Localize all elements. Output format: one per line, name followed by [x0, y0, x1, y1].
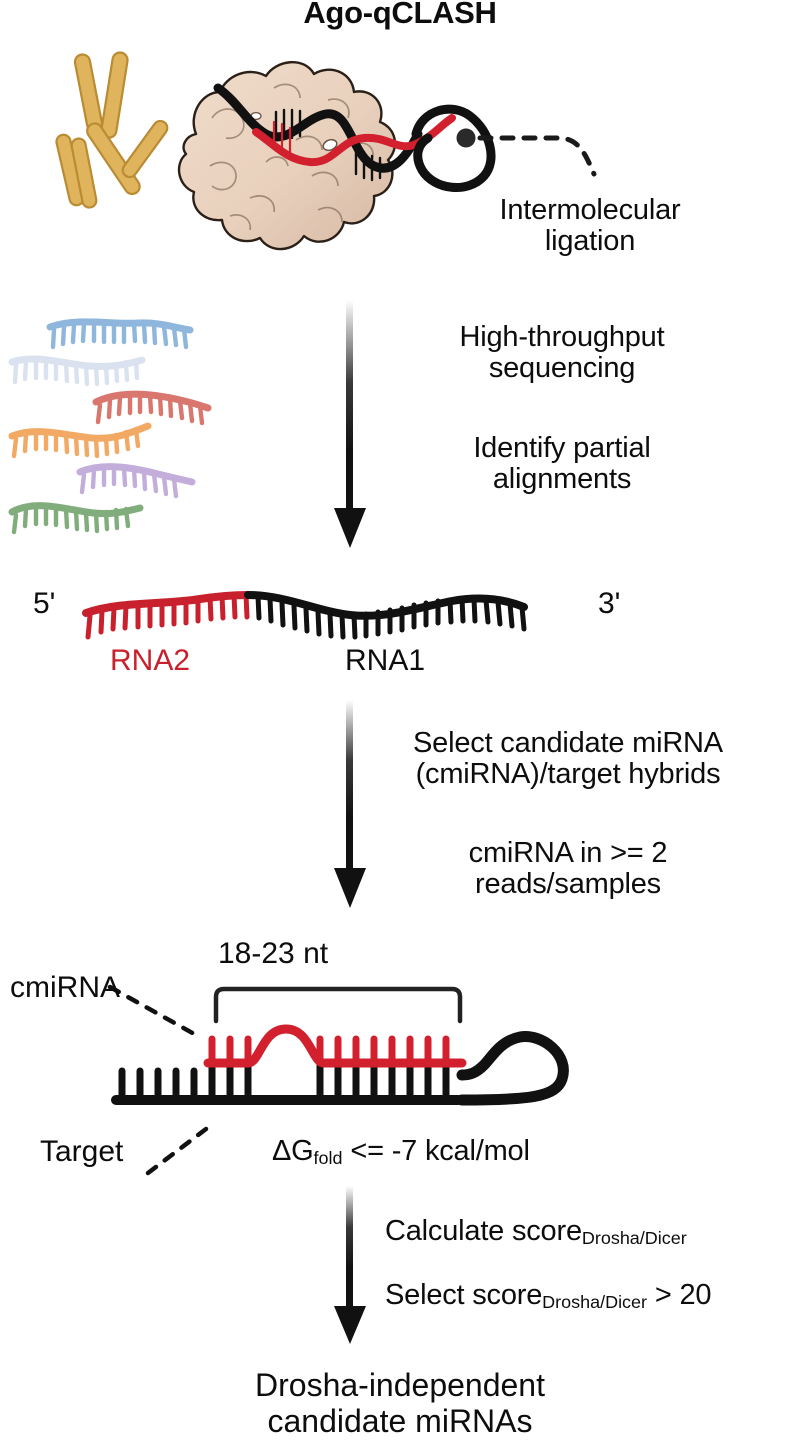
step-line: Select candidate miRNA [413, 727, 723, 759]
score-subscript: Drosha/Dicer [542, 1291, 648, 1312]
cmirna-leader-icon [107, 984, 199, 1038]
target-leader-icon [145, 1126, 209, 1176]
delta-g-condition: ΔGfold <= -7 kcal/mol [272, 1136, 530, 1168]
step-line: (cmiRNA)/target hybrids [415, 757, 721, 790]
rna1-label: RNA1 [345, 644, 426, 677]
step-line: sequencing [488, 351, 636, 384]
step-label-alignment: Identify partial alignments [382, 433, 742, 494]
delta-g-rest: <= -7 kcal/mol [342, 1135, 530, 1167]
target-strand [111, 1031, 569, 1106]
dashed-leader-icon [477, 135, 597, 177]
delta-g-symbol: ΔG [272, 1135, 314, 1167]
step-line: Identify partial [473, 432, 651, 464]
five-prime-label: 5' [33, 587, 56, 620]
chimeric-read-illustration [82, 591, 528, 640]
figure-title: Ago-qCLASH [303, 0, 497, 30]
rna1-segment [244, 591, 528, 640]
step-line: ligation [544, 224, 636, 257]
step-line: High-throughput [459, 321, 665, 353]
ago-complex-illustration [55, 51, 597, 251]
cmirna-label: cmiRNA [10, 971, 120, 1004]
read-item [92, 390, 212, 426]
rna2-segment [82, 591, 252, 640]
flow-arrow-3 [334, 1186, 366, 1344]
result-line: Drosha-independent [255, 1367, 545, 1403]
step-line: cmiRNA in >= 2 [468, 837, 668, 869]
sequencing-reads-illustration [8, 318, 212, 535]
step-label-calculate-score: Calculate scoreDrosha/Dicer [385, 1216, 687, 1248]
rna2-label: RNA2 [110, 644, 191, 677]
score-suffix: > 20 [647, 1279, 712, 1311]
step-label-select-hybrids: Select candidate miRNA (cmiRNA)/target h… [368, 728, 768, 789]
read-item [8, 355, 146, 387]
flow-arrow-1 [334, 300, 366, 548]
score-subscript: Drosha/Dicer [581, 1227, 687, 1248]
ligation-junction-dot-icon [456, 128, 476, 148]
cmirna-strand [203, 1024, 467, 1068]
step-line: reads/samples [475, 867, 661, 900]
length-bracket-icon [213, 986, 463, 1024]
read-item [76, 463, 196, 499]
step-line: alignments [492, 462, 632, 495]
hybrid-structure-illustration [107, 984, 569, 1176]
result-label: Drosha-independent candidate miRNAs [0, 1367, 800, 1440]
delta-g-subscript: fold [313, 1147, 343, 1168]
step-label-ligation: Intermolecular ligation [410, 195, 770, 256]
bracket-length-label: 18-23 nt [218, 937, 329, 970]
step-line: Intermolecular [499, 194, 681, 226]
flow-arrow-2 [334, 700, 366, 908]
step-label-select-score: Select scoreDrosha/Dicer > 20 [385, 1279, 712, 1312]
step-label-read-threshold: cmiRNA in >= 2 reads/samples [368, 838, 768, 899]
step-label-sequencing: High-throughput sequencing [382, 322, 742, 383]
score-prefix: Select score [385, 1279, 543, 1311]
result-line: candidate miRNAs [267, 1402, 533, 1439]
read-item [46, 318, 194, 350]
score-prefix: Calculate score [385, 1215, 582, 1247]
ligation-loop-icon [411, 104, 496, 192]
antibody-icon [55, 51, 169, 209]
read-item [8, 422, 152, 459]
three-prime-label: 3' [598, 587, 621, 620]
target-label: Target [40, 1135, 124, 1168]
read-item [8, 502, 144, 535]
